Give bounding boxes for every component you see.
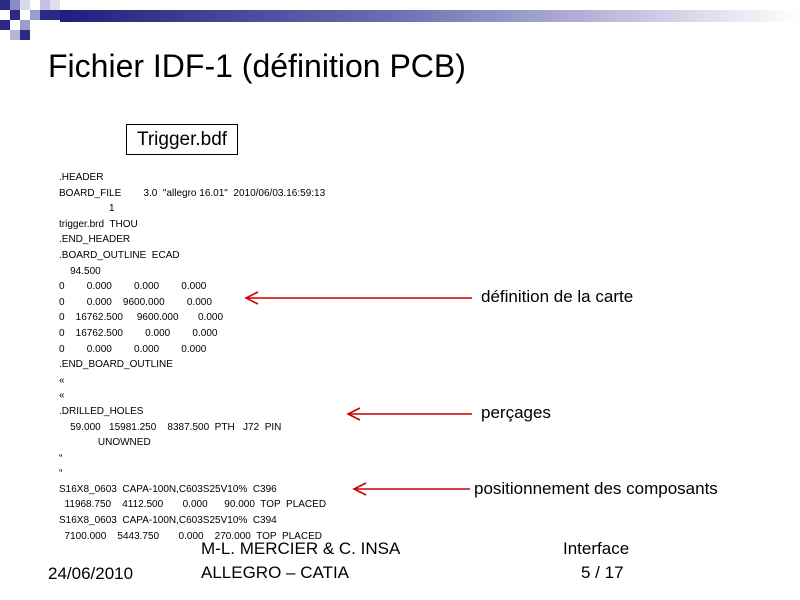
code-line: 11968.750 4112.500 0.000 90.000 TOP PLAC… [59, 499, 327, 511]
arrow-head-drilled-holes [346, 407, 361, 421]
code-line: 0 16762.500 0.000 0.000 [59, 327, 218, 339]
code-line: S16X8_0603 CAPA-100N,C603S25V10% C394 [59, 515, 277, 527]
code-line: « [59, 374, 65, 386]
code-line: .END_HEADER [59, 234, 131, 246]
code-line: “ [59, 452, 63, 464]
code-line: S16X8_0603 CAPA-100N,C603S25V10% C396 [59, 483, 277, 495]
file-label-box: Trigger.bdf [126, 124, 238, 155]
footer-course: ALLEGRO – CATIA [201, 563, 350, 582]
code-line: 59.000 15981.250 8387.500 PTH J72 PIN [59, 421, 282, 433]
code-line: 94.500 [59, 265, 101, 277]
annotation-board-definition: définition de la carte [481, 287, 634, 306]
annotation-component-placement: positionnement des composants [474, 479, 718, 498]
code-line: 0 0.000 9600.000 0.000 [59, 296, 212, 308]
annotation-drilled-holes: perçages [481, 403, 551, 422]
code-line: BOARD_FILE 3.0 "allegro 16.01" 2010/06/0… [59, 187, 326, 199]
code-line: .END_BOARD_OUTLINE [59, 359, 173, 371]
header-decoration [0, 0, 800, 40]
code-line: .DRILLED_HOLES [59, 405, 144, 417]
code-line: .HEADER [59, 172, 104, 183]
code-line: UNOWNED [59, 437, 151, 449]
code-line: trigger.brd THOU [59, 218, 138, 230]
code-line: .BOARD_OUTLINE ECAD [59, 249, 180, 261]
code-line: “ [59, 468, 63, 480]
code-line: 0 0.000 0.000 0.000 [59, 281, 207, 293]
idf-file-listing: .HEADER BOARD_FILE 3.0 "allegro 16.01" 20… [59, 170, 326, 544]
footer-date: 24/06/2010 [48, 564, 134, 583]
slide-title: Fichier IDF-1 (définition PCB) [48, 48, 466, 84]
arrow-head-component-placement [352, 482, 367, 496]
code-line: 0 16762.500 9600.000 0.000 [59, 312, 224, 324]
code-line: 7100.000 5443.750 0.000 270.000 TOP PLAC… [59, 530, 322, 542]
footer-authors: M-L. MERCIER & C. INSA [201, 539, 401, 558]
footer-section: Interface [563, 539, 630, 558]
code-line: 0 0.000 0.000 0.000 [59, 343, 207, 355]
code-line: 1 [59, 203, 115, 215]
footer-page-number: 5 / 17 [581, 563, 624, 582]
code-line: « [59, 390, 65, 402]
